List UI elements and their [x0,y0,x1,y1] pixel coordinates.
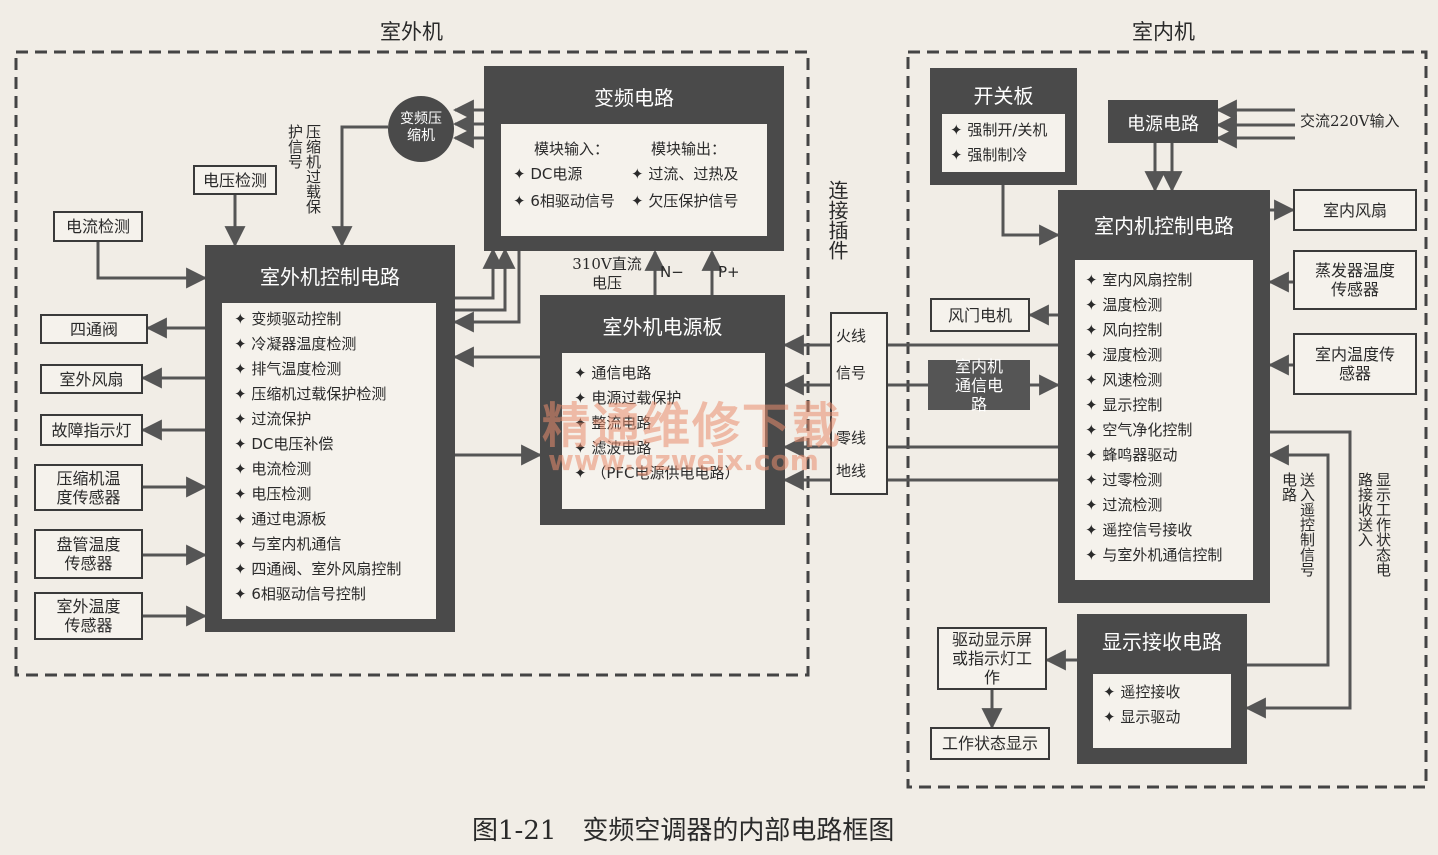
indoor-comm-circuit-box: 室内机通信电路 [928,357,1030,414]
display-receive-block: 显示接收电路 遥控接收 显示驱动 [1077,614,1247,764]
power-board-item: 通信电路 [574,361,765,386]
connector-line-signal: 信号 [836,364,867,382]
four-way-valve-box: 四通阀 [40,314,148,344]
connector-line-neutral: 零线 [836,429,867,447]
ac-input-label: 交流220V输入 [1300,112,1400,130]
display-receive-title: 显示接收电路 [1102,630,1222,654]
connector-line-live: 火线 [836,327,867,345]
power-board-item: 滤波电路 [574,436,765,461]
indoor-control-list: 室内风扇控制 温度检测 风向控制 湿度检测 风速检测 显示控制 空气净化控制 蜂… [1075,260,1253,580]
outdoor-region-border [14,50,810,677]
indoor-control-item: 遥控信号接收 [1085,518,1253,543]
outdoor-control-item: 通过电源板 [234,507,436,532]
indoor-fan-box: 室内风扇 [1293,189,1417,231]
outdoor-control-item: 排气温度检测 [234,357,436,382]
inverter-compressor [388,96,454,162]
compressor-temp-sensor-box: 压缩机温度传感器 [34,464,143,511]
dc-voltage-label: 310V直流电压 [572,255,642,292]
switch-board-block: 开关板 强制开/关机 强制制冷 [930,68,1077,185]
outdoor-control-item: 压缩机过载保护检测 [234,382,436,407]
outdoor-control-item: 电流检测 [234,457,436,482]
display-receive-item: 显示驱动 [1103,705,1231,730]
power-circuit-title: 电源电路 [1127,114,1199,135]
drive-display-box: 驱动显示屏或指示灯工作 [937,627,1047,690]
indoor-region-border [906,50,1428,789]
outdoor-control-item: 6相驱动信号控制 [234,582,436,607]
outdoor-control-title: 室外机控制电路 [260,265,400,289]
watermark-url: www.gzweix.com [548,444,819,477]
indoor-temp-sensor-box: 室内温度传感器 [1293,333,1417,395]
display-receive-item: 遥控接收 [1103,680,1231,705]
power-board-item: 电源过载保护 [574,386,765,411]
p-plus-label: P+ [718,263,740,281]
display-receive-list: 遥控接收 显示驱动 [1093,674,1231,748]
inverter-detail-panel: 模块输入： DC电源 6相驱动信号 模块输出： 过流、过热及 欠压保护信号 [501,124,767,236]
outdoor-control-item: 变频驱动控制 [234,307,436,332]
switch-board-title: 开关板 [973,84,1034,108]
current-detect-box: 电流检测 [53,211,143,242]
outdoor-control-item: 过流保护 [234,407,436,432]
indoor-control-item: 湿度检测 [1085,343,1253,368]
connector-line-ground: 地线 [836,462,867,480]
outdoor-power-title: 室外机电源板 [602,315,723,339]
outdoor-control-item: 冷凝器温度检测 [234,332,436,357]
fault-indicator-box: 故障指示灯 [40,414,143,446]
remote-signal-label: 送入遥控制信号电路 [1280,472,1316,577]
power-board-item: （PFC电源供电电路） [574,461,765,486]
outdoor-temp-sensor-box: 室外温度传感器 [34,592,143,640]
switch-board-item: 强制制冷 [950,143,1065,168]
switch-board-item: 强制开/关机 [950,118,1065,143]
power-board-item: 整流电路 [574,411,765,436]
damper-motor-box: 风门电机 [930,298,1030,332]
evaporator-temp-sensor-box: 蒸发器温度传感器 [1293,250,1417,310]
module-output-item: 欠压保护信号 [631,189,738,214]
indoor-control-item: 空气净化控制 [1085,418,1253,443]
indoor-control-item: 过零检测 [1085,468,1253,493]
indoor-control-title: 室内机控制电路 [1094,214,1234,238]
indoor-region-label: 室内机 [1132,20,1195,44]
indoor-control-item: 风速检测 [1085,368,1253,393]
outdoor-region-label: 室外机 [380,20,443,44]
module-input-item: 6相驱动信号 [513,189,615,214]
indoor-control-item: 过流检测 [1085,493,1253,518]
outdoor-control-item: 电压检测 [234,482,436,507]
coil-temp-sensor-box: 盘管温度传感器 [34,529,143,579]
watermark-text: 精通维修下载 [542,398,843,454]
figure-caption: 图1-21 变频空调器的内部电路框图 [472,816,895,846]
status-signal-label: 显示工作状态电路接收送入 [1356,472,1392,577]
outdoor-control-item: 四通阀、室外风扇控制 [234,557,436,582]
inverter-title: 变频电路 [594,86,674,110]
outdoor-control-item: 与室内机通信 [234,532,436,557]
outdoor-control-item: DC电压补偿 [234,432,436,457]
n-minus-label: N− [660,263,684,281]
outdoor-control-list: 变频驱动控制 冷凝器温度检测 排气温度检测 压缩机过载保护检测 过流保护 DC电… [222,303,436,619]
connector-label: 连接插件 [825,180,849,260]
voltage-detect-box: 电压检测 [193,165,277,195]
outdoor-power-list: 通信电路 电源过载保护 整流电路 滤波电路 （PFC电源供电电路） [562,353,765,509]
outdoor-power-board-block: 室外机电源板 通信电路 电源过载保护 整流电路 滤波电路 （PFC电源供电电路） [540,295,785,525]
compressor-label: 变频压缩机 [400,111,442,144]
module-input-head: 模块输入： [534,140,610,158]
outdoor-control-block: 室外机控制电路 变频驱动控制 冷凝器温度检测 排气温度检测 压缩机过载保护检测 … [205,245,455,632]
indoor-control-item: 温度检测 [1085,293,1253,318]
work-status-display-box: 工作状态显示 [930,727,1050,760]
module-input-item: DC电源 [513,162,582,187]
indoor-control-block: 室内机控制电路 室内风扇控制 温度检测 风向控制 湿度检测 风速检测 显示控制 … [1058,190,1270,603]
module-output-head: 模块输出： [651,140,727,158]
power-circuit-block: 电源电路 [1108,100,1218,143]
switch-board-list: 强制开/关机 强制制冷 [942,114,1065,172]
indoor-control-item: 蜂鸣器驱动 [1085,443,1253,468]
indoor-control-item: 显示控制 [1085,393,1253,418]
connector-block [830,312,888,495]
inverter-circuit-block: 变频电路 模块输入： DC电源 6相驱动信号 模块输出： 过流、过热及 欠压保护… [484,66,784,251]
compressor-overload-signal-label: 压缩机过载保护信号 [286,124,322,214]
indoor-comm-circuit-label: 室内机通信电路 [954,356,1003,414]
indoor-control-item: 室内风扇控制 [1085,268,1253,293]
indoor-control-item: 风向控制 [1085,318,1253,343]
module-output-item: 过流、过热及 [631,162,738,187]
indoor-control-item: 与室外机通信控制 [1085,543,1253,568]
outdoor-fan-box: 室外风扇 [40,364,143,394]
